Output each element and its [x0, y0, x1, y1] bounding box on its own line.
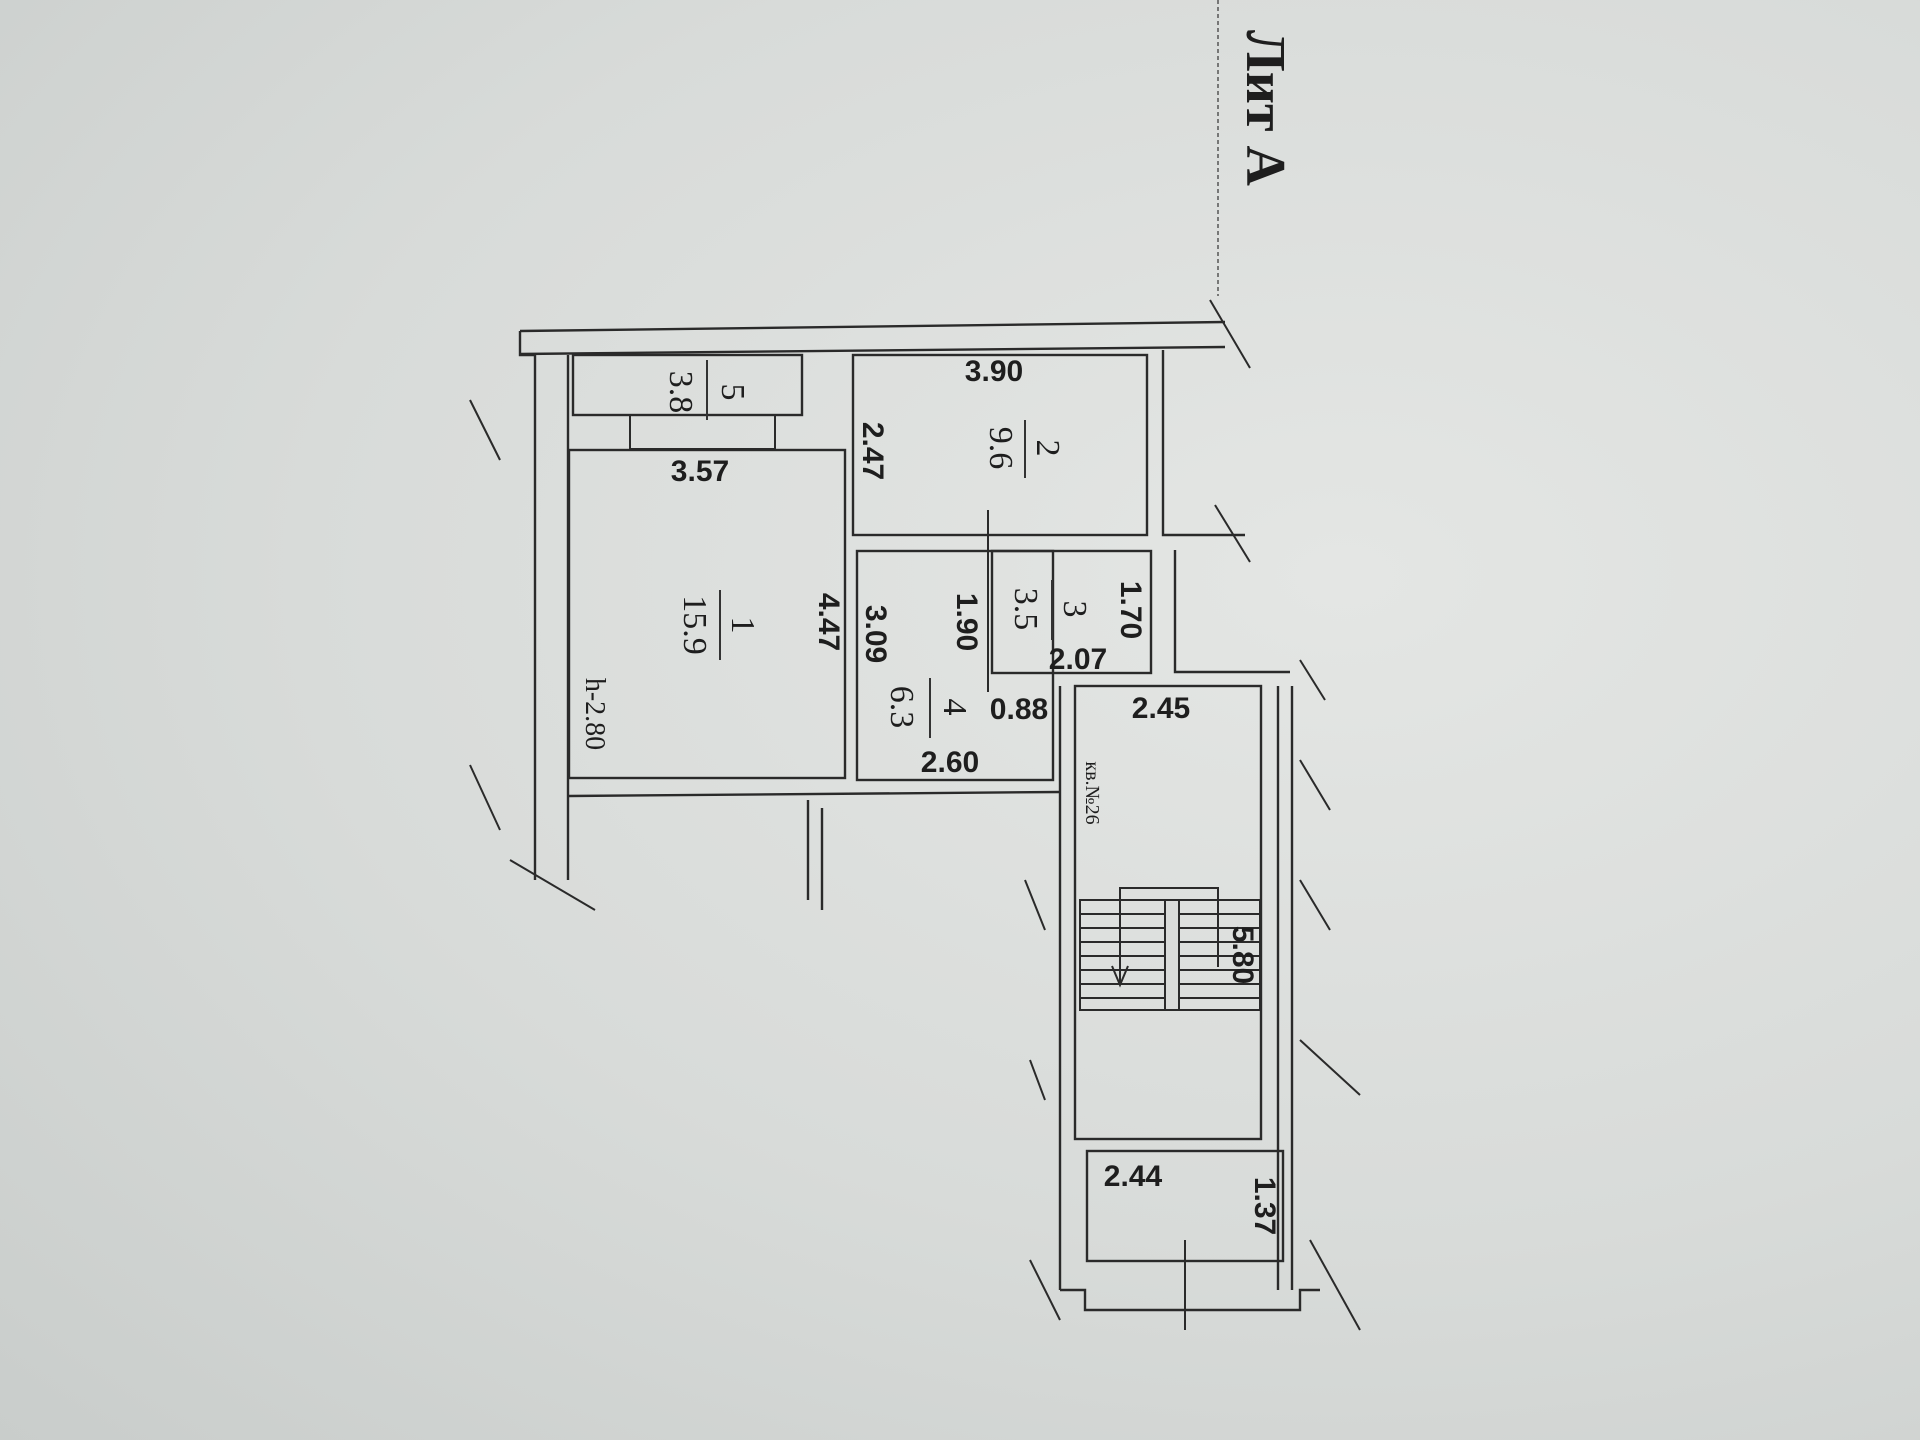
dim-room4-side: 1.90 — [950, 593, 983, 651]
dim-stair-length: 5.80 — [1226, 926, 1259, 984]
apartment-label: кв.№26 — [1081, 761, 1103, 824]
dim-room2-width: 3.90 — [965, 355, 1023, 388]
dim-vestibule-width: 2.44 — [1104, 1160, 1163, 1193]
room-label-4: 4 6.3 — [883, 678, 973, 738]
dim-stair-width: 2.45 — [1132, 692, 1190, 725]
room-2-area: 9.6 — [982, 427, 1019, 470]
room-3-number: 3 — [1056, 601, 1093, 618]
dim-room1-length: 4.47 — [812, 593, 845, 651]
dim-vestibule-length: 1.37 — [1248, 1177, 1281, 1235]
dim-room3-length: 1.70 — [1114, 581, 1147, 639]
ceiling-height: h-2.80 — [579, 678, 610, 750]
room-label-3: 3 3.5 — [1007, 580, 1093, 640]
room-label-5: 5 3.8 — [662, 360, 751, 420]
walls — [469, 299, 1361, 1331]
room-4-number: 4 — [936, 699, 973, 716]
dim-room4-width: 2.60 — [921, 746, 979, 779]
dim-room1-width: 3.57 — [671, 455, 729, 488]
room-label-2: 2 9.6 — [982, 420, 1066, 478]
room-2-number: 2 — [1029, 440, 1066, 457]
dim-room2-length: 2.47 — [856, 422, 889, 480]
dim-room3-width: 2.07 — [1049, 643, 1107, 676]
dim-passage: 0.88 — [990, 693, 1048, 726]
room-5-number: 5 — [714, 384, 751, 401]
room-5-area: 3.8 — [662, 371, 699, 414]
room-1-number: 1 — [724, 617, 761, 634]
staircase — [1079, 887, 1261, 1011]
room-3-area: 3.5 — [1007, 588, 1044, 631]
room-label-1: 1 15.9 — [676, 590, 761, 660]
stair-direction-arrow-icon — [1111, 965, 1129, 988]
dim-room4-length: 3.09 — [859, 605, 892, 663]
room-4-area: 6.3 — [883, 686, 920, 729]
plan-title: Лит А — [1234, 30, 1296, 187]
room-1-area: 15.9 — [676, 595, 713, 655]
